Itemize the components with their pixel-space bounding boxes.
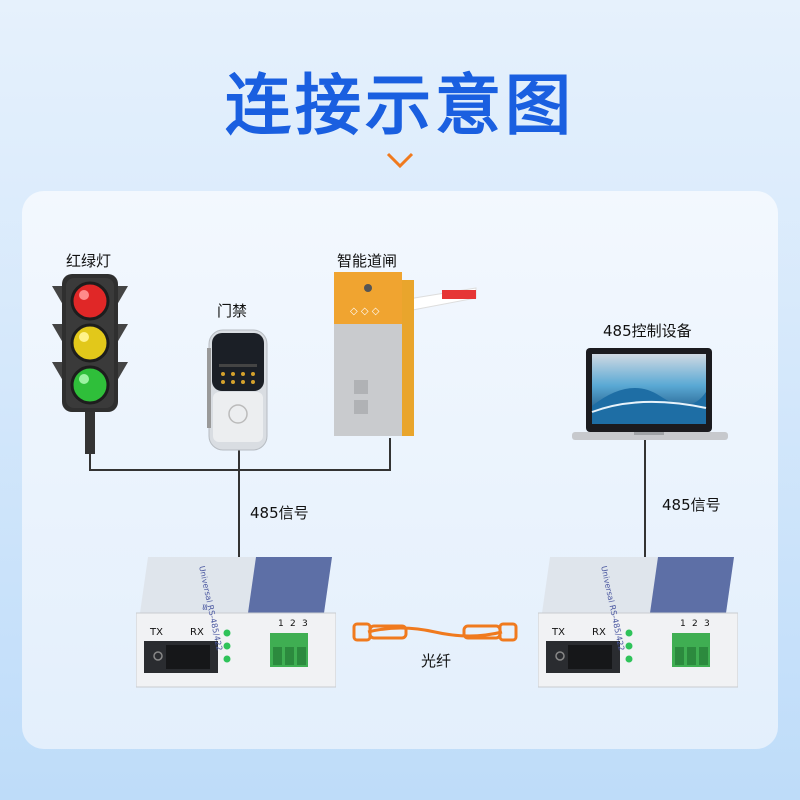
laptop-icon bbox=[572, 348, 728, 440]
converter-right-pin-1: 1 bbox=[680, 619, 686, 629]
smart-gate-label: 智能道闸 bbox=[337, 252, 398, 270]
svg-text:◇ ◇ ◇: ◇ ◇ ◇ bbox=[350, 306, 380, 317]
converter-left-pin-2: 2 bbox=[290, 619, 296, 629]
converter-left-tx: TX bbox=[150, 627, 163, 638]
access-control-icon bbox=[207, 329, 268, 451]
converter-left-body: ≋ bbox=[136, 557, 336, 688]
converter-right: TX RX 1 2 3 Universal RS-485/422 bbox=[538, 555, 738, 690]
converter-right-tx: TX bbox=[552, 627, 565, 638]
converter-left-pin-1: 1 bbox=[278, 619, 284, 629]
signal-left-label: 485信号 bbox=[250, 504, 309, 522]
page-title: 连接示意图 bbox=[225, 67, 575, 144]
control-device-label: 485控制设备 bbox=[603, 322, 692, 340]
converter-right-pin-2: 2 bbox=[692, 619, 698, 629]
fiber-label: 光纤 bbox=[421, 652, 452, 670]
chevron-down-icon bbox=[386, 152, 414, 169]
converter-right-pin-3: 3 bbox=[704, 619, 710, 629]
fiber-cable-icon bbox=[352, 622, 518, 642]
converter-left-pin-3: 3 bbox=[302, 619, 308, 629]
converter-left-rx: RX bbox=[190, 627, 204, 638]
traffic-light-icon bbox=[52, 274, 128, 454]
signal-right-label: 485信号 bbox=[662, 496, 721, 514]
svg-text:≋: ≋ bbox=[201, 603, 211, 611]
converter-right-rx: RX bbox=[592, 627, 606, 638]
smart-gate-icon: ◇ ◇ ◇ bbox=[334, 272, 477, 436]
converter-right-body bbox=[538, 557, 738, 688]
converter-left: ≋ TX RX 1 2 3 Universal RS-485/422 bbox=[136, 555, 336, 690]
access-control-label: 门禁 bbox=[217, 302, 248, 320]
traffic-light-label: 红绿灯 bbox=[66, 252, 112, 270]
